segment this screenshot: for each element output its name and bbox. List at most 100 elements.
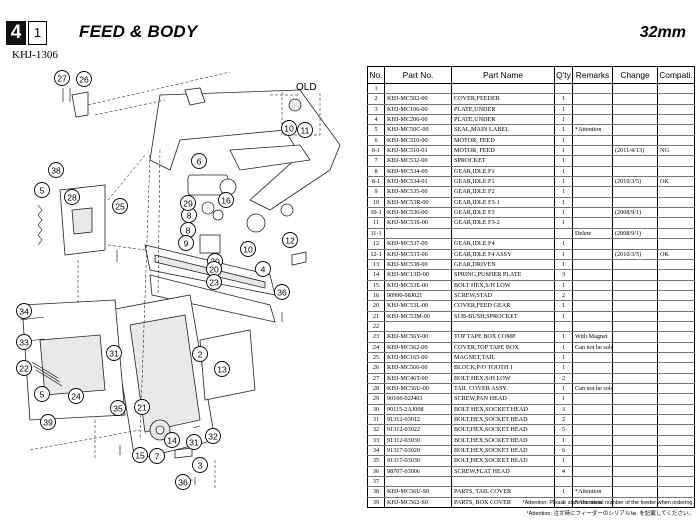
table-cell: NG <box>657 145 695 157</box>
table-cell <box>572 176 613 188</box>
table-cell <box>451 228 555 240</box>
table-cell: 1 <box>554 455 573 467</box>
column-header: Change <box>612 66 658 84</box>
callout-label: 9 <box>184 239 189 249</box>
callout-label: 38 <box>51 166 61 176</box>
callout-label: 13 <box>217 365 227 375</box>
callout-label: 7 <box>155 452 160 462</box>
table-cell: 32 <box>367 424 385 436</box>
table-cell: OK <box>657 176 695 188</box>
table-cell <box>572 104 613 116</box>
table-cell <box>612 455 658 467</box>
table-cell <box>612 114 658 126</box>
callout-label: 12 <box>285 236 295 246</box>
table-cell: 9 <box>367 186 385 198</box>
table-cell <box>612 280 658 291</box>
column-header: No. <box>367 66 385 84</box>
callout-28: 28 <box>64 189 80 205</box>
table-cell: 1 <box>554 259 573 271</box>
callout-4: 4 <box>255 261 271 277</box>
callout-3: 3 <box>192 457 208 473</box>
table-cell: KHJ-MC13D-00 <box>384 269 452 281</box>
callout-label: 36 <box>178 478 188 488</box>
callout-29: 29 <box>180 195 196 211</box>
table-cell: KHJ-MC534-00 <box>384 166 452 178</box>
table-cell <box>612 83 658 95</box>
table-cell: OK <box>657 249 695 260</box>
table-cell: KHJ-MC536-00 <box>384 207 452 219</box>
table-cell <box>657 186 695 198</box>
table-cell: BOLT HEX,SOCKET HEAD <box>451 404 555 416</box>
callout-label: 8 <box>187 211 192 221</box>
callout-24: 24 <box>68 388 84 404</box>
table-cell: KHJ-MC46T-00 <box>384 373 452 384</box>
callout-27: 27 <box>54 70 70 86</box>
table-cell: KHJ-MC56U-00 <box>384 383 452 395</box>
table-cell: TOP TAPE BOX COMP. <box>451 331 555 343</box>
table-cell <box>572 311 613 322</box>
table-cell: GEAR,IDLE F4 ASSY <box>451 249 555 260</box>
table-cell: 16 <box>367 290 385 302</box>
table-cell: 1 <box>554 104 573 116</box>
table-cell: 1 <box>554 124 573 136</box>
table-cell: 36 <box>367 466 385 478</box>
table-cell: 2 <box>554 414 573 426</box>
table-cell: 33 <box>367 435 385 447</box>
table-cell: 20 <box>367 300 385 312</box>
callout-label: 31 <box>189 438 199 448</box>
table-cell <box>572 249 613 260</box>
callout-21: 21 <box>134 399 150 415</box>
table-cell: 90166-02J403 <box>384 393 452 405</box>
table-cell: 1 <box>554 393 573 405</box>
section-number: 4 <box>6 21 26 45</box>
table-cell <box>612 476 658 488</box>
table-cell: 91317-03030 <box>384 455 452 467</box>
table-cell <box>612 217 658 229</box>
table-cell: KHJ-MC535-00 <box>384 186 452 198</box>
table-cell: MAGNET,TAIL <box>451 352 555 364</box>
table-cell: BOLT,HEX,SOCKET HEAD <box>451 424 555 436</box>
table-cell <box>384 321 452 333</box>
table-cell <box>657 486 695 498</box>
table-cell: 22 <box>367 321 385 333</box>
table-cell: GEAR,IDLE F3-1 <box>451 197 555 209</box>
table-cell <box>554 228 573 240</box>
table-cell: 1 <box>554 362 573 374</box>
table-cell: PARTS, TAIL COVER <box>451 486 555 498</box>
table-cell <box>572 114 613 126</box>
table-cell: 14 <box>367 269 385 281</box>
table-cell: 91312-03030 <box>384 435 452 447</box>
table-cell <box>572 93 613 105</box>
callout-circle <box>178 235 194 251</box>
callout-circle <box>282 232 298 248</box>
table-cell <box>572 197 613 209</box>
table-cell <box>572 321 613 333</box>
table-cell: 4 <box>554 466 573 478</box>
table-cell: 26 <box>367 362 385 374</box>
table-cell: 23 <box>367 331 385 343</box>
table-cell <box>657 476 695 488</box>
callout-label: 10 <box>243 245 253 255</box>
table-cell <box>612 238 658 250</box>
table-cell: 1 <box>554 145 573 157</box>
table-cell <box>451 321 555 333</box>
table-cell <box>657 455 695 467</box>
callout-label: 25 <box>115 202 125 212</box>
table-cell: GEAR,IDLE F4 <box>451 238 555 250</box>
table-cell: 1 <box>554 155 573 167</box>
table-cell: BOLT,HEX,SOCKET HEAD <box>451 455 555 467</box>
callout-label: 34 <box>19 307 29 317</box>
table-cell: GEAR,IDLE F1 <box>451 166 555 178</box>
table-cell: KHJ-MC53R-00 <box>384 197 452 209</box>
callout-13: 13 <box>214 361 230 377</box>
table-cell: BLOCK,P/O TOOTH 1 <box>451 362 555 374</box>
